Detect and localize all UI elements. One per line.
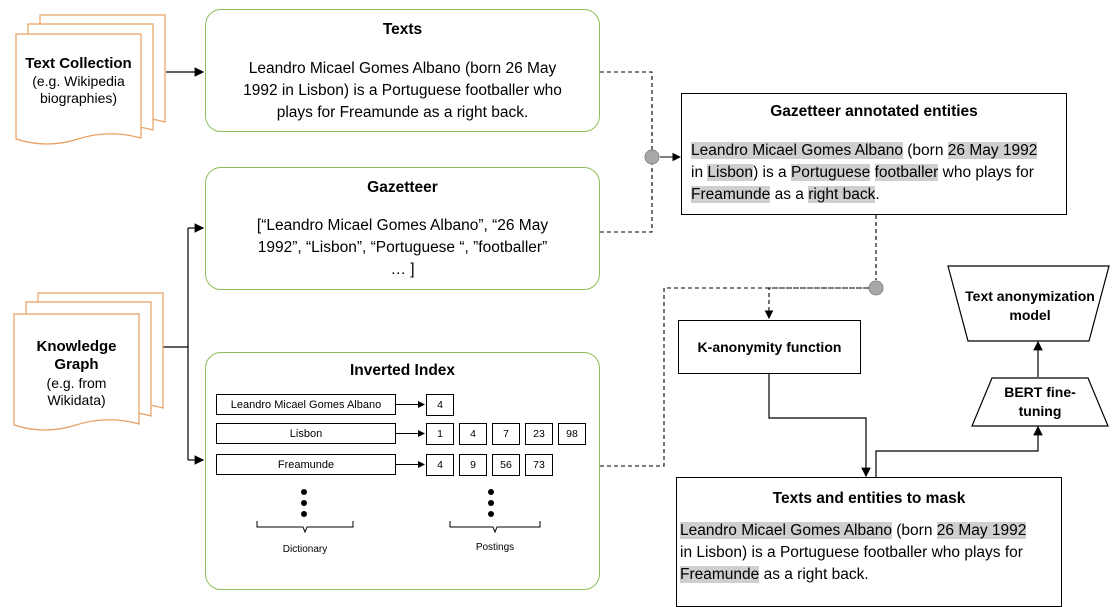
dictionary-brace [256, 521, 354, 534]
text-line: Freamunde as a right back. [680, 564, 1061, 586]
texts-box-content: Leandro Micael Gomes Albano (born 26 May… [206, 58, 599, 124]
text-line: Freamunde as a right back. [691, 184, 1066, 206]
gazetteer-line: [“Leandro Micael Gomes Albano”, “26 May [256, 217, 549, 234]
gazetteer-annotated-text: Leandro Micael Gomes Albano (born 26 May… [691, 140, 1066, 206]
anonymization-model-line: model [1009, 306, 1051, 323]
highlighted-entity: Leandro Micael Gomes Albano [691, 142, 903, 159]
k-anonymity-function-box: K-anonymity function [678, 320, 861, 374]
posting-cell: 4 [426, 454, 454, 476]
knowledge-graph-stack: Knowledge Graph (e.g. from Wikidata) [12, 292, 164, 432]
highlighted-entity: 26 May 1992 [947, 142, 1038, 159]
text-run: as a [770, 186, 809, 203]
bert-label-line: BERT fine- [1004, 384, 1076, 400]
postings-brace [449, 521, 541, 534]
text-collection-subtitle-line-2: biographies) [39, 90, 118, 107]
text-run: (born [891, 522, 937, 539]
highlighted-entity: Portuguese [790, 164, 871, 181]
gazetteer-line: 1992”, “Lisbon”, “Portuguese “, ”footbal… [257, 239, 548, 256]
merge-node-1 [644, 149, 660, 165]
text-run: who plays for [938, 164, 1034, 181]
texts-line: 1992 in Lisbon) is a Portuguese football… [243, 82, 562, 99]
posting-cell: 1 [426, 423, 454, 445]
arrow-mask-to-bert [875, 425, 1043, 478]
highlighted-entity: Freamunde [680, 566, 760, 583]
texts-line: Leandro Micael Gomes Albano (born 26 May [248, 60, 557, 77]
posting-cell: 4 [426, 394, 454, 416]
text-line: Leandro Micael Gomes Albano (born 26 May… [691, 140, 1066, 162]
highlighted-entity: Lisbon [707, 164, 754, 181]
text-collection-subtitle-line-1: (e.g. Wikipedia [32, 73, 125, 90]
posting-cell: 4 [459, 423, 487, 445]
gazetteer-box-content: [“Leandro Micael Gomes Albano”, “26 May … [206, 215, 599, 281]
knowledge-graph-subtitle-line-1: (e.g. from [46, 374, 107, 391]
text-run [870, 164, 874, 181]
merge-node-2 [868, 280, 884, 296]
knowledge-graph-subtitle-line-2: Wikidata) [47, 391, 106, 408]
gazetteer-line: … ] [390, 261, 415, 278]
gazetteer-box: Gazetteer [“Leandro Micael Gomes Albano”… [205, 167, 600, 290]
texts-to-mask-box: Texts and entities to mask Leandro Micae… [676, 477, 1062, 607]
dash-gazetteer-to-merge [600, 160, 653, 233]
text-line: Leandro Micael Gomes Albano (born 26 May… [680, 520, 1061, 542]
dictionary-ellipsis [301, 489, 307, 522]
document-stack-icon [13, 292, 164, 431]
postings-ellipsis [488, 489, 494, 522]
anonymization-model-label: Text anonymization model [950, 287, 1110, 325]
text-run: in Lisbon) is a Portuguese footballer wh… [680, 544, 1023, 561]
dictionary-term: Lisbon [216, 423, 396, 444]
text-run: ) is a [753, 164, 791, 181]
highlighted-entity: Freamunde [691, 186, 771, 203]
texts-to-mask-title: Texts and entities to mask [772, 490, 966, 507]
texts-box: Texts Leandro Micael Gomes Albano (born … [205, 9, 600, 132]
knowledge-graph-label: Knowledge Graph (e.g. from Wikidata) [14, 338, 139, 409]
text-line: in Lisbon) is a Portuguese footballer wh… [691, 162, 1066, 184]
gazetteer-annotated-title: Gazetteer annotated entities [770, 103, 978, 120]
dash-texts-to-merge [600, 71, 653, 155]
text-line: in Lisbon) is a Portuguese footballer wh… [680, 542, 1061, 564]
anonymization-model-line: Text anonymization [965, 288, 1095, 304]
knowledge-graph-title-line-1: Knowledge [36, 338, 117, 355]
posting-cell: 23 [525, 423, 553, 445]
posting-cell: 98 [558, 423, 586, 445]
postings-label: Postings [475, 542, 515, 553]
term-pointer-arrows [396, 401, 425, 468]
dictionary-term: Leandro Micael Gomes Albano [216, 394, 396, 415]
posting-cell: 73 [525, 454, 553, 476]
text-collection-stack: Text Collection (e.g. Wikipedia biograph… [14, 14, 166, 146]
text-run: (born [902, 142, 948, 159]
anonymization-model-shape [947, 265, 1110, 342]
posting-cell: 56 [492, 454, 520, 476]
highlighted-entity: right back [808, 186, 876, 203]
posting-cell: 7 [492, 423, 520, 445]
document-stack-icon [15, 14, 166, 145]
gazetteer-annotated-box: Gazetteer annotated entities Leandro Mic… [681, 93, 1067, 215]
dictionary-term: Freamunde [216, 454, 396, 475]
highlighted-entity: footballer [874, 164, 939, 181]
texts-line: plays for Freamunde as a right back. [276, 104, 529, 121]
highlighted-entity: 26 May 1992 [936, 522, 1027, 539]
dash-merge2-to-kanon [764, 287, 869, 320]
dash-index-to-merge2 [600, 287, 868, 467]
arrow-kanon-to-mask [768, 373, 871, 478]
inverted-index-title: Inverted Index [349, 362, 456, 379]
knowledge-graph-title-line-2: Graph [54, 356, 99, 374]
texts-box-title: Texts [382, 21, 423, 38]
bert-fine-tuning-label: BERT fine- tuning [975, 383, 1105, 421]
posting-cell: 9 [459, 454, 487, 476]
dictionary-label: Dictionary [282, 544, 328, 555]
k-anonymity-function-label: K-anonymity function [697, 338, 842, 355]
text-run: . [875, 186, 880, 203]
texts-to-mask-text: Leandro Micael Gomes Albano (born 26 May… [680, 520, 1061, 586]
bert-label-line: tuning [1018, 402, 1062, 419]
text-collection-label: Text Collection (e.g. Wikipedia biograph… [16, 55, 141, 107]
bert-fine-tuning-shape [971, 377, 1109, 427]
text-collection-title: Text Collection [25, 55, 132, 72]
text-run: in [691, 164, 708, 181]
gazetteer-box-title: Gazetteer [367, 179, 438, 196]
highlighted-entity: Leandro Micael Gomes Albano [680, 522, 892, 539]
text-run: as a right back. [759, 566, 869, 583]
